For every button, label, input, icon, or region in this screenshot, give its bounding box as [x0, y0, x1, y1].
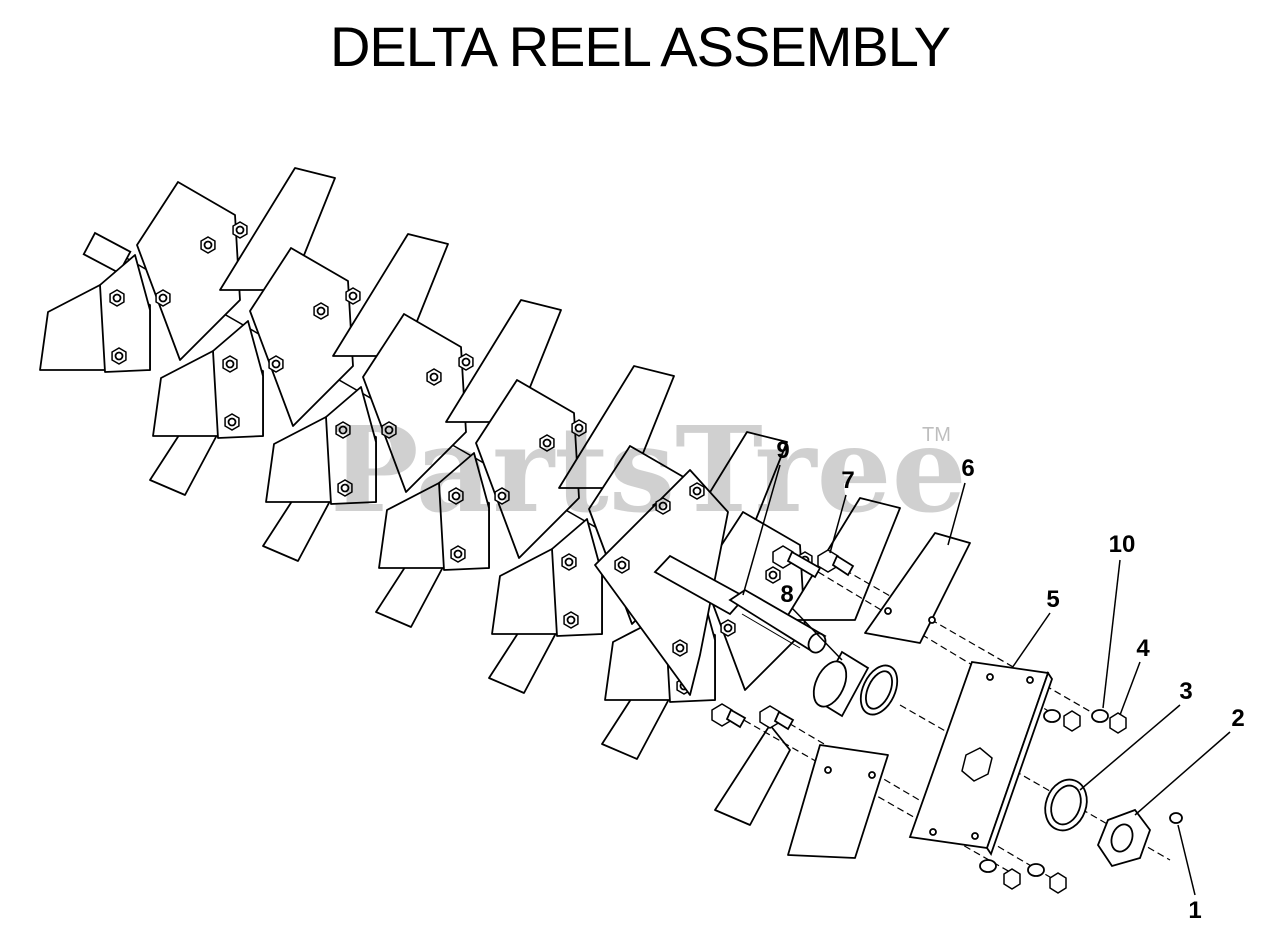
- bearing-part-3: [1044, 778, 1088, 832]
- nut-part-4: [1109, 712, 1127, 734]
- reel-nut-b-2-center: [227, 417, 237, 427]
- watermark: PartsTree: [330, 400, 967, 539]
- knife-plate-part-6: [864, 532, 971, 644]
- bolt-lower-a: [711, 703, 747, 729]
- callout-8: 8: [780, 581, 794, 608]
- nut-lower-b: [1049, 872, 1067, 894]
- reel-nut-d-1-center: [158, 293, 168, 303]
- reel-nut-d-3-center: [384, 425, 394, 435]
- washer-lower-b: [1027, 863, 1045, 877]
- reel-nut-b-1-center: [114, 351, 124, 361]
- reel-hub-plate-1: [99, 254, 151, 373]
- washer-lower-a: [979, 859, 997, 873]
- nut-lower-a: [1003, 868, 1021, 890]
- reel-blade-groups: [39, 167, 901, 826]
- callout-1: 1: [1188, 897, 1202, 924]
- lock-collar-part-2: [1096, 808, 1152, 868]
- bushing-part-8: [812, 650, 899, 718]
- callout-7: 7: [841, 467, 855, 494]
- reel-end-nut-a-center: [692, 486, 702, 496]
- reel-nut-e-2-center: [348, 291, 358, 301]
- reel-nut-c-3-center: [429, 372, 439, 382]
- reel-end-nut-d-center: [675, 643, 685, 653]
- leader-7: [829, 494, 847, 554]
- leader-3: [1079, 704, 1181, 791]
- reel-nut-a-3-center: [338, 425, 348, 435]
- reel-hub-plate-4: [438, 452, 490, 571]
- callout-3: 3: [1179, 678, 1193, 705]
- reel-hub-plate-2: [212, 320, 264, 439]
- nut-upper-a: [1063, 710, 1081, 732]
- end-plate-part-5: [908, 661, 1053, 857]
- reel-nut-d-4-center: [497, 491, 507, 501]
- reel-nut-e-4-center: [574, 423, 584, 433]
- reel-end-nut-c-center: [617, 560, 627, 570]
- reel-nut-a-1-center: [112, 293, 122, 303]
- leader-4: [1119, 661, 1141, 716]
- reel-main-plate-1: [136, 181, 241, 361]
- drive-shaft-part-9: [653, 554, 827, 654]
- callout-9: 9: [776, 437, 790, 464]
- bolt-upper-b-part-7: [817, 549, 855, 577]
- reel-nut-d-2-center: [271, 359, 281, 369]
- reel-hub-plate-5: [551, 518, 603, 637]
- reel-nut-e-3-center: [461, 357, 471, 367]
- leader-10: [1102, 559, 1121, 709]
- reel-nut-d-6-center: [723, 623, 733, 633]
- callout-2: 2: [1231, 705, 1245, 732]
- reel-nut-c-6-center: [768, 570, 778, 580]
- callout-6: 6: [961, 455, 975, 482]
- callout-4: 4: [1136, 635, 1150, 662]
- bolt-lower-b: [759, 705, 795, 731]
- reel-nut-c-4-center: [542, 438, 552, 448]
- callout-5: 5: [1046, 586, 1060, 613]
- washer-upper-a: [1043, 709, 1061, 723]
- knife-plate-lower: [787, 744, 889, 859]
- reel-shaft-left-end: [82, 231, 132, 275]
- reel-nut-c-1-center: [203, 240, 213, 250]
- washer-part-10: [1091, 709, 1109, 723]
- reel-nut-e-1-center: [235, 225, 245, 235]
- reel-main-plate-4: [475, 379, 580, 559]
- reel-main-plate-2: [249, 247, 354, 427]
- set-screw-part-1: [1169, 812, 1183, 824]
- reel-nut-a-2-center: [225, 359, 235, 369]
- leader-8: [791, 607, 843, 661]
- watermark-trademark: TM: [922, 424, 951, 446]
- reel-nut-a-4-center: [451, 491, 461, 501]
- leader-1: [1177, 824, 1196, 896]
- reel-nut-a-5-center: [564, 557, 574, 567]
- reel-nut-c-2-center: [316, 306, 326, 316]
- leader-6: [947, 482, 966, 546]
- leader-2: [1134, 731, 1231, 816]
- reel-hub-plate-3: [325, 386, 377, 505]
- reel-blade-down-6: [714, 724, 791, 826]
- reel-nut-b-4-center: [453, 549, 463, 559]
- leader-5: [1011, 612, 1051, 669]
- page-title: DELTA REEL ASSEMBLY: [329, 15, 951, 78]
- callout-10: 10: [1108, 531, 1136, 558]
- reel-nut-b-3-center: [340, 483, 350, 493]
- reel-nut-b-5-center: [566, 615, 576, 625]
- reel-main-plate-3: [362, 313, 467, 493]
- reel-end-nut-b-center: [658, 501, 668, 511]
- bolt-upper-a: [772, 545, 822, 579]
- leader-9: [742, 464, 781, 596]
